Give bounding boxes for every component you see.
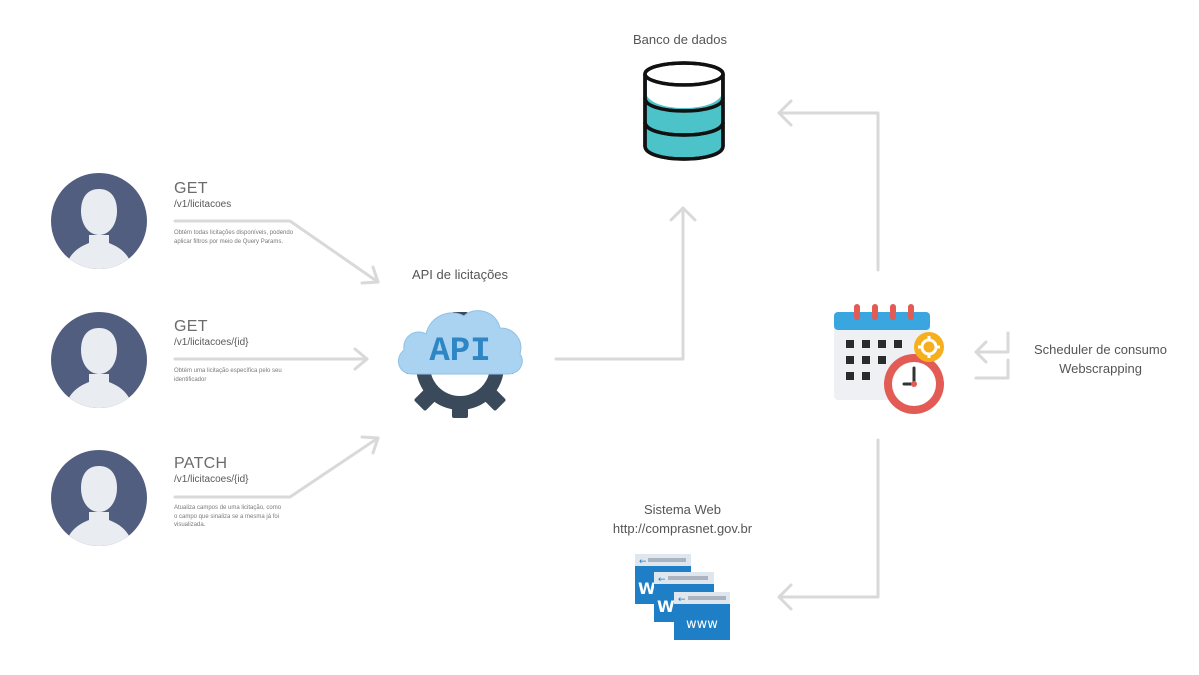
- client-1-endpoint: /v1/licitacoes: [174, 199, 232, 210]
- user-icon: [51, 312, 147, 408]
- api-icon-text: API: [429, 333, 490, 371]
- svg-text:←: ←: [639, 557, 647, 567]
- scheduler-label-line2: Webscrapping: [1059, 361, 1142, 376]
- web-system-label: Sistema Web http://comprasnet.gov.br: [585, 500, 780, 538]
- user-avatar-3: [51, 450, 147, 546]
- scheduler-label: Scheduler de consumo Webscrapping: [1018, 340, 1183, 378]
- scheduler-loop-bracket: [974, 331, 1010, 354]
- settings-gear-icon: [914, 332, 944, 362]
- client-3-endpoint: /v1/licitacoes/{id}: [174, 474, 249, 485]
- client-2-endpoint: /v1/licitacoes/{id}: [174, 337, 249, 348]
- user-avatar-1: [51, 173, 147, 269]
- svg-text:W: W: [657, 597, 675, 616]
- browser-window-3: ← www: [674, 592, 730, 640]
- web-system-label-line2: http://comprasnet.gov.br: [612, 521, 753, 536]
- svg-text:←: ←: [658, 575, 666, 585]
- web-system-label-line1: Sistema Web: [643, 502, 722, 517]
- arrow-patch-to-api: [173, 436, 380, 499]
- web-browser-icon: ← W ← W ← www: [634, 552, 734, 642]
- client-1-method: GET: [174, 180, 208, 197]
- scheduler-label-line1: Scheduler de consumo: [1034, 342, 1167, 357]
- arrow-scheduler-to-web: [777, 438, 880, 599]
- browser-www-text: www: [686, 617, 718, 632]
- svg-text:←: ←: [678, 595, 686, 605]
- client-3-description: Atualiza campos de uma licitação, como o…: [174, 505, 282, 528]
- user-avatar-2: [51, 312, 147, 408]
- svg-text:W: W: [638, 579, 656, 598]
- user-icon: [51, 450, 147, 546]
- scheduler-icon: [832, 300, 950, 418]
- client-1-description: Obtém todas licitações disponíveis, pode…: [174, 230, 294, 245]
- client-2-description: Obtém uma licitação específica pelo seu …: [174, 368, 282, 383]
- api-icon: API: [392, 292, 528, 422]
- database-label: Banco de dados: [633, 32, 727, 47]
- database-icon: [642, 60, 726, 162]
- clock-icon: [884, 354, 944, 414]
- client-3-method: PATCH: [174, 455, 228, 472]
- arrow-api-to-database: [554, 206, 685, 361]
- api-label: API de licitações: [411, 267, 509, 282]
- arrow-scheduler-to-database: [777, 111, 880, 272]
- arrow-get-all-to-api: [173, 219, 380, 284]
- client-2-method: GET: [174, 318, 208, 335]
- user-icon: [51, 173, 147, 269]
